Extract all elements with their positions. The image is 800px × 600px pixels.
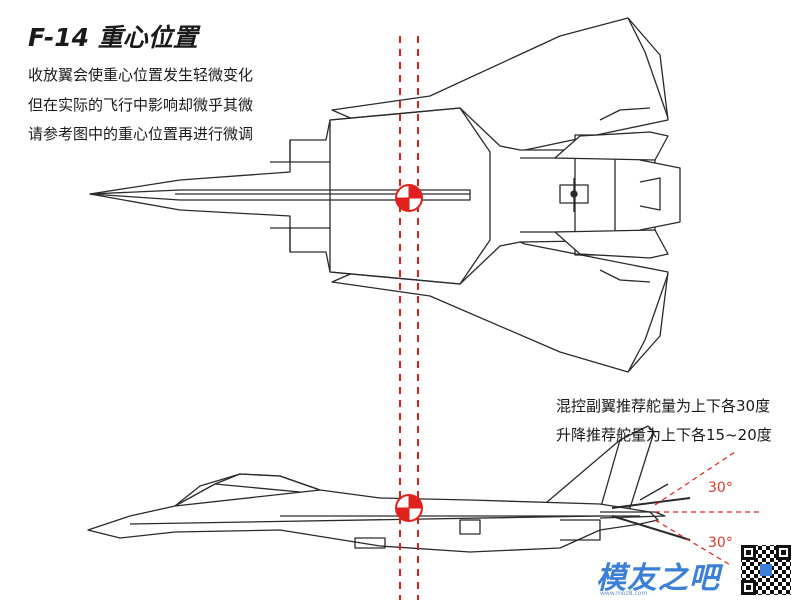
side-view-aircraft (87, 425, 691, 553)
note-line-2: 但在实际的飞行中影响却微乎其微 (28, 96, 254, 114)
spec-elevator: 升降推荐舵量为上下各15~20度 (556, 426, 772, 444)
note-line-1: 收放翼会使重心位置发生轻微变化 (28, 66, 254, 84)
watermark-logo: 模友之吧 (596, 561, 720, 596)
upper-angle-label: 30° (708, 480, 733, 496)
page-title: F-14 重心位置 (28, 23, 198, 52)
watermark-url: www.moz8.com (600, 590, 648, 597)
upper-stabilizer (554, 131, 669, 161)
lower-stabilizer (554, 229, 669, 259)
qr-code-icon (738, 542, 794, 598)
cg-target-icon (395, 494, 423, 522)
canopy (174, 473, 321, 507)
deflection-angle-guides (654, 451, 760, 567)
note-line-3: 请参考图中的重心位置再进行微调 (28, 125, 254, 143)
top-view-aircraft (89, 17, 681, 373)
cg-target-icon (395, 184, 423, 212)
spec-aileron: 混控副翼推荐舵量为上下各30度 (556, 397, 771, 415)
lower-angle-label: 30° (708, 535, 733, 551)
